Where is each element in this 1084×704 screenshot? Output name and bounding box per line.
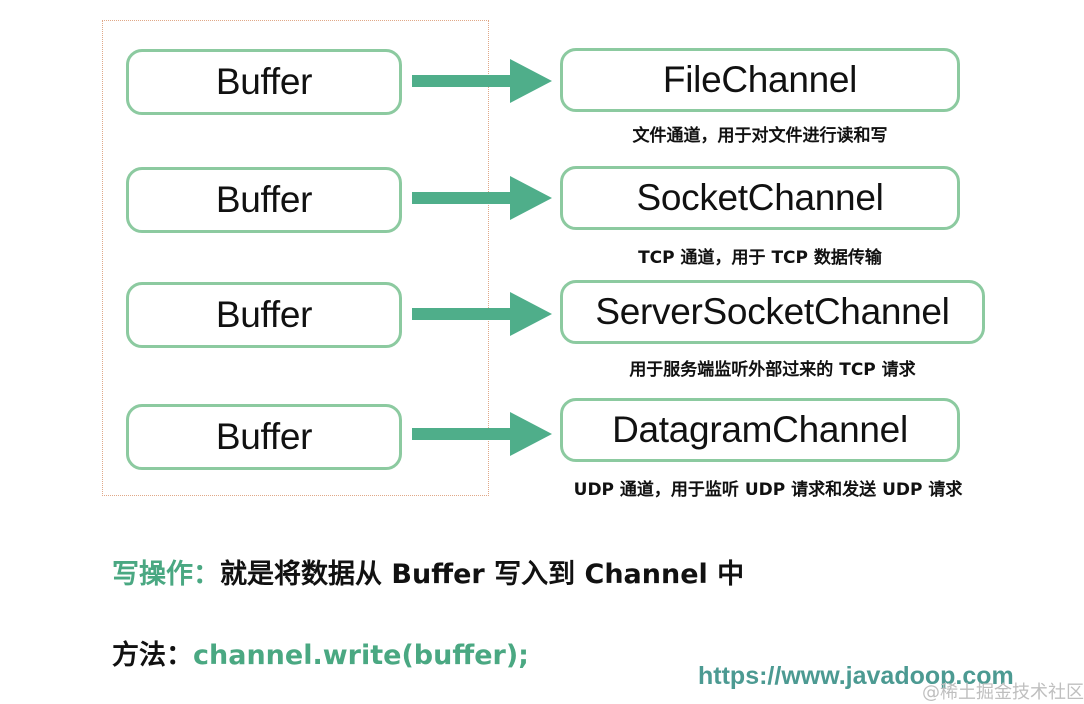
socketchannel-description: TCP 通道，用于 TCP 数据传输 bbox=[638, 248, 882, 268]
arrow-right bbox=[412, 176, 552, 220]
watermark: @稀土掘金技术社区 bbox=[922, 682, 1084, 703]
arrow-right bbox=[412, 59, 552, 103]
buffer-box: Buffer bbox=[126, 404, 402, 470]
serversocketchannel-description: 用于服务端监听外部过来的 TCP 请求 bbox=[629, 360, 916, 380]
write-operation-line: 写操作：就是将数据从 Buffer 写入到 Channel 中 bbox=[112, 552, 744, 591]
buffer-box: Buffer bbox=[126, 49, 402, 115]
write-operation-text: 就是将数据从 Buffer 写入到 Channel 中 bbox=[220, 559, 745, 590]
arrow-right bbox=[412, 412, 552, 456]
buffer-group-frame bbox=[102, 20, 489, 496]
arrow-right bbox=[412, 292, 552, 336]
method-line: 方法：channel.write(buffer); bbox=[112, 633, 529, 672]
datagramchannel-description: UDP 通道，用于监听 UDP 请求和发送 UDP 请求 bbox=[573, 480, 963, 500]
serversocketchannel-box: ServerSocketChannel bbox=[560, 280, 985, 344]
write-operation-label: 写操作： bbox=[112, 559, 220, 590]
buffer-box: Buffer bbox=[126, 282, 402, 348]
method-label: 方法： bbox=[112, 640, 193, 671]
filechannel-box: FileChannel bbox=[560, 48, 960, 112]
source-url: https://www.javadoop.com bbox=[698, 662, 1014, 690]
datagramchannel-box: DatagramChannel bbox=[560, 398, 960, 462]
filechannel-description: 文件通道，用于对文件进行读和写 bbox=[632, 126, 888, 146]
socketchannel-box: SocketChannel bbox=[560, 166, 960, 230]
buffer-box: Buffer bbox=[126, 167, 402, 233]
method-code: channel.write(buffer); bbox=[193, 640, 529, 671]
